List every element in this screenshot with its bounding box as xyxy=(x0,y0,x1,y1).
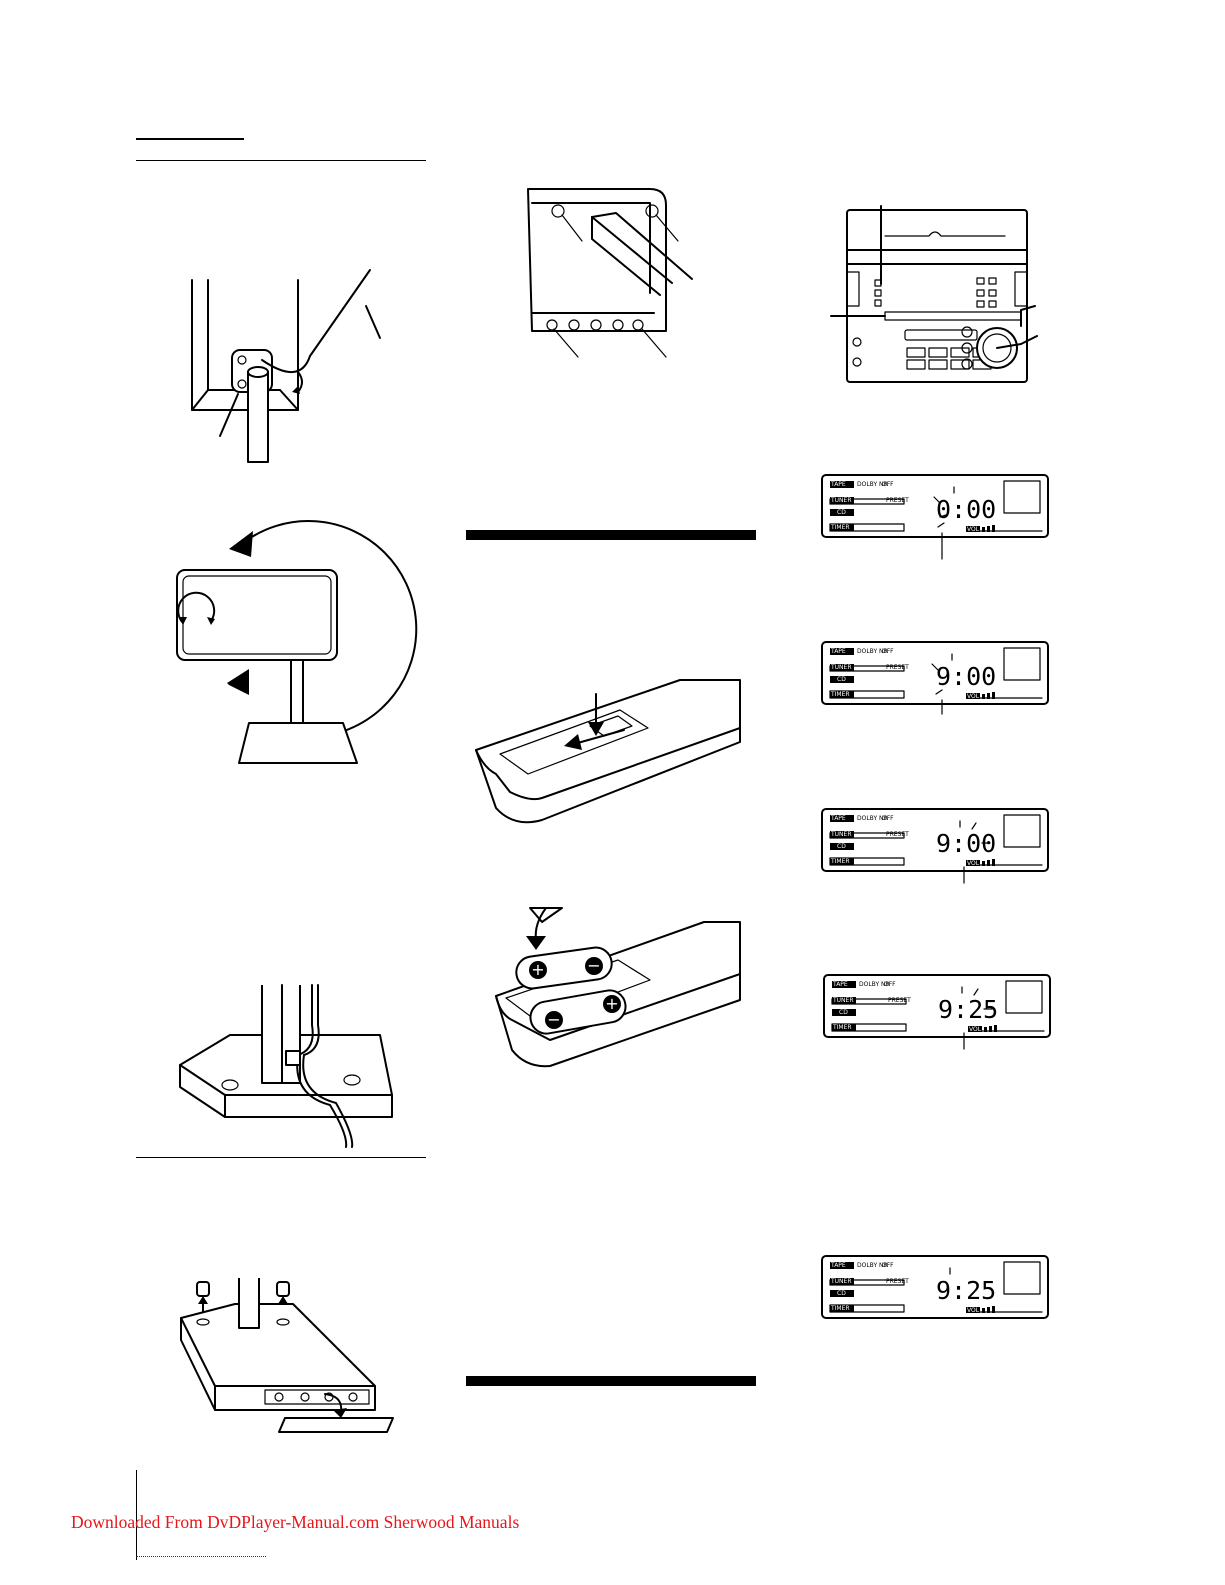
lcd-vol-label: VOL xyxy=(969,1026,982,1033)
lcd-clock-digits: 9:00 xyxy=(936,662,997,691)
lcd-vol-label: VOL xyxy=(967,693,980,700)
lcd-preset-label: PRESET xyxy=(886,497,909,504)
lcd-preset-label: PRESET xyxy=(886,1278,909,1285)
lcd-vol-label: VOL xyxy=(967,860,980,867)
lcd-display-2: TAPE DOLBY NR OFF TUNER PRESET CD TIMER … xyxy=(820,640,1050,715)
figure-stereo-front-panel xyxy=(830,205,1038,383)
figure-stand-cable xyxy=(179,984,393,1148)
lcd-tuner-label: TUNER xyxy=(831,497,852,504)
svg-text:−: − xyxy=(587,956,600,975)
lcd-off-label: OFF xyxy=(882,648,894,655)
lcd-timer-label: TIMER xyxy=(831,1305,850,1312)
lcd-clock-digits: 9:00 xyxy=(936,829,997,858)
lcd-vol-label: VOL xyxy=(967,526,980,533)
figure-speaker-rotation xyxy=(176,520,418,764)
lcd-tuner-label: TUNER xyxy=(831,1278,852,1285)
lcd-cd-label: CD xyxy=(837,843,846,850)
lcd-tuner-label: TUNER xyxy=(831,831,852,838)
lcd-timer-label: TIMER xyxy=(831,858,850,865)
lcd-dolby-label: DOLBY NR xyxy=(857,815,888,822)
lcd-tape-label: TAPE xyxy=(831,481,846,488)
lcd-tape-label: TAPE xyxy=(831,1262,846,1269)
lcd-tape-label: TAPE xyxy=(831,648,846,655)
figure-hex-key-bracket xyxy=(191,269,381,463)
lcd-tuner-label: TUNER xyxy=(833,997,854,1004)
lcd-off-label: OFF xyxy=(884,981,896,988)
section-header-rule xyxy=(136,138,244,140)
lcd-tape-label: TAPE xyxy=(833,981,848,988)
lcd-timer-label: TIMER xyxy=(831,691,850,698)
lcd-cd-label: CD xyxy=(837,509,846,516)
heading-bar-1 xyxy=(466,530,756,540)
lcd-preset-label: PRESET xyxy=(886,831,909,838)
figure-stand-base-feet xyxy=(180,1278,394,1433)
lcd-display-5: TAPE DOLBY NR OFF TUNER PRESET CD TIMER … xyxy=(820,1254,1050,1320)
lcd-preset-label: PRESET xyxy=(886,664,909,671)
lcd-clock-digits: 9:25 xyxy=(936,1276,997,1305)
lcd-display-3: TAPE DOLBY NR OFF TUNER PRESET CD TIMER … xyxy=(820,807,1050,884)
lcd-clock-digits: 0:00 xyxy=(936,495,997,524)
lcd-off-label: OFF xyxy=(882,815,894,822)
footer-dotted-rule xyxy=(136,1556,266,1557)
svg-text:−: − xyxy=(547,1010,560,1029)
lcd-off-label: OFF xyxy=(882,1262,894,1269)
lcd-cd-label: CD xyxy=(839,1009,848,1016)
svg-text:+: + xyxy=(605,994,618,1013)
section-divider-bottom xyxy=(136,1157,426,1158)
lcd-dolby-label: DOLBY NR xyxy=(859,981,890,988)
lcd-clock-digits: 9:25 xyxy=(938,995,999,1024)
lcd-off-label: OFF xyxy=(882,481,894,488)
figure-speaker-back-screws xyxy=(527,188,693,358)
lcd-vol-label: VOL xyxy=(967,1307,980,1314)
lcd-timer-label: TIMER xyxy=(831,524,850,531)
figure-remote-batteries: + − − + xyxy=(495,907,741,1068)
lcd-tuner-label: TUNER xyxy=(831,664,852,671)
page-margin-line xyxy=(136,1470,137,1560)
heading-bar-2 xyxy=(466,1376,756,1386)
lcd-tape-label: TAPE xyxy=(831,815,846,822)
section-divider-top xyxy=(136,160,426,161)
figure-remote-open-cover xyxy=(475,679,741,824)
svg-text:+: + xyxy=(531,960,544,979)
lcd-cd-label: CD xyxy=(837,676,846,683)
download-source-link[interactable]: Downloaded From DvDPlayer-Manual.com She… xyxy=(71,1512,520,1532)
lcd-cd-label: CD xyxy=(837,1290,846,1297)
lcd-dolby-label: DOLBY NR xyxy=(857,481,888,488)
lcd-preset-label: PRESET xyxy=(888,997,911,1004)
lcd-timer-label: TIMER xyxy=(833,1024,852,1031)
lcd-dolby-label: DOLBY NR xyxy=(857,648,888,655)
lcd-display-4: TAPE DOLBY NR OFF TUNER PRESET CD TIMER … xyxy=(822,973,1052,1050)
lcd-dolby-label: DOLBY NR xyxy=(857,1262,888,1269)
lcd-display-1: TAPE DOLBY NR OFF TUNER PRESET CD TIMER … xyxy=(820,473,1050,560)
